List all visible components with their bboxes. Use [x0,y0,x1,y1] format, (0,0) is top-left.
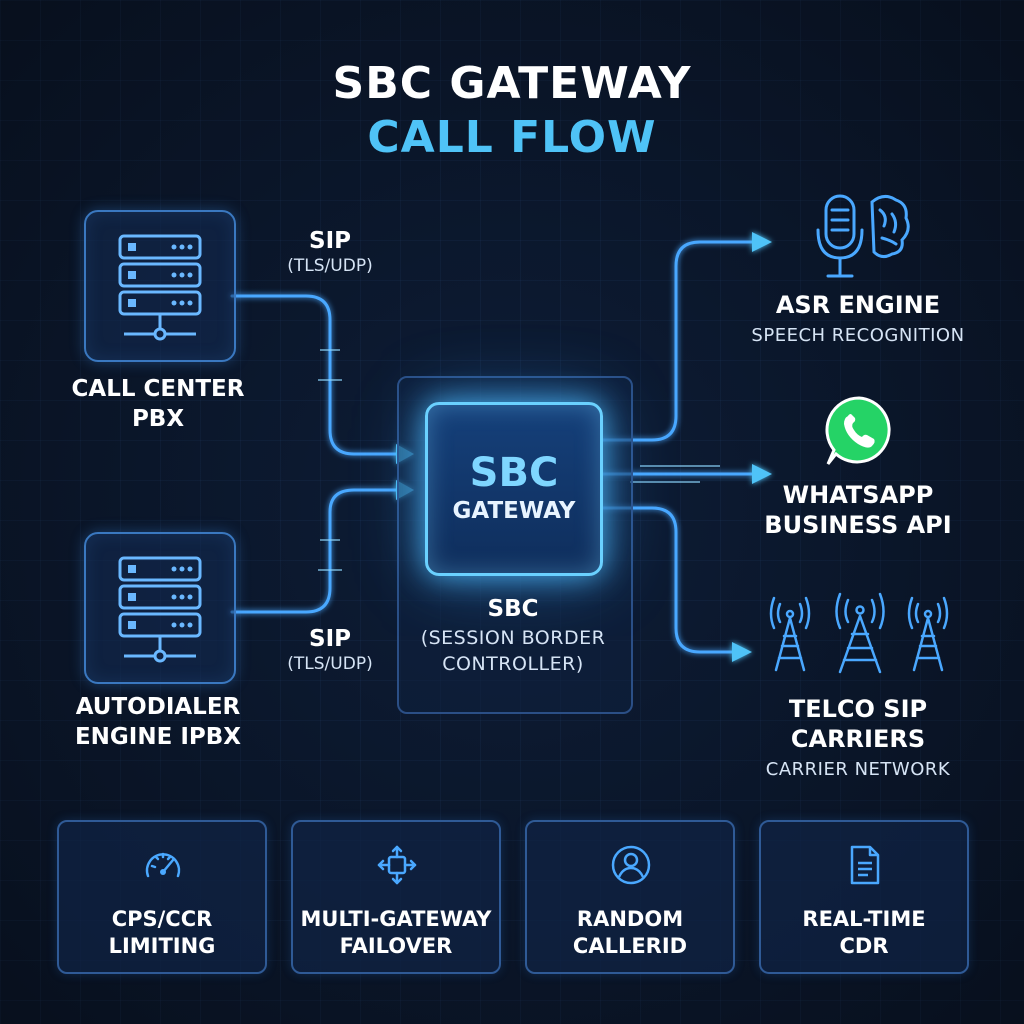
telco-title-line: CARRIERS [790,725,926,753]
sbc-gateway-core [425,402,603,576]
feature-label-line: CDR [839,934,889,958]
arrowhead-to-carriers [732,642,752,662]
autodialer-ipbx-box [84,532,236,684]
wire-pbx-to-sbc [230,294,400,456]
feature-label-line: MULTI-GATEWAY [300,907,492,931]
telco-carriers-subtitle: CARRIER NETWORK [765,759,951,780]
wire-sbc-to-asr [596,240,754,442]
wire-sbc-to-carriers [596,506,734,654]
feature-label-line: FAILOVER [339,934,453,958]
arrowhead-to-asr [752,232,772,252]
source-label-line: CALL CENTER [71,376,245,402]
feature-card-random-callerid: RANDOM CALLERID [525,820,735,974]
whatsapp-title-line: WHATSAPP [782,481,934,509]
feature-label-line: RANDOM [576,907,684,931]
user-circle-icon [611,845,651,885]
protocol-transport: (TLS/UDP) [287,256,373,276]
sbc-caption-line1: (SESSION BORDER [420,627,606,649]
speedometer-icon [145,852,181,878]
feature-label-line: REAL-TIME [802,907,926,931]
server-rack-icon [118,556,202,663]
feature-label: RANDOM CALLERID [527,906,733,960]
diagram-subtitle: CALL FLOW [367,112,657,163]
telco-title-line: TELCO SIP [788,695,928,723]
whatsapp-title: WHATSAPP BUSINESS API [748,480,968,540]
feature-label: CPS/CCR LIMITING [59,906,265,960]
feature-card-real-time-cdr: REAL-TIME CDR [759,820,969,974]
call-center-pbx-box [84,210,236,362]
failover-arrows-icon [377,845,417,885]
protocol-name: SIP [309,626,351,652]
sbc-caption-title: SBC [487,596,539,622]
sbc-core-subtitle: GATEWAY [452,498,576,524]
server-rack-icon [118,234,202,341]
diagram-title: SBC GATEWAY [332,58,692,109]
feature-card-cps-limiting: CPS/CCR LIMITING [57,820,267,974]
feature-label: MULTI-GATEWAY FAILOVER [293,906,499,960]
sbc-core-title: SBC [469,450,559,496]
document-icon [850,845,880,885]
autodialer-ipbx-label: AUTODIALER ENGINE IPBX [30,692,286,752]
protocol-name: SIP [309,228,351,254]
sbc-caption-line2: CONTROLLER) [442,653,584,675]
microphone-brain-icon [816,194,910,278]
source-label-line: AUTODIALER [75,694,241,720]
feature-label-line: LIMITING [108,934,216,958]
whatsapp-icon [825,396,891,465]
asr-engine-title: ASR ENGINE [775,291,941,319]
feature-label-line: CPS/CCR [111,907,213,931]
cell-tower-icon [769,592,949,674]
asr-engine-subtitle: SPEECH RECOGNITION [751,325,965,346]
protocol-transport: (TLS/UDP) [287,654,373,674]
source-label-line: ENGINE IPBX [74,724,242,750]
sip-link-label-bottom: SIP (TLS/UDP) [255,626,405,674]
whatsapp-title-line: BUSINESS API [764,511,952,539]
telco-carriers-title: TELCO SIP CARRIERS [748,694,968,754]
feature-card-multi-gateway-failover: MULTI-GATEWAY FAILOVER [291,820,501,974]
arrowhead-to-whatsapp [752,464,772,484]
source-label-line: PBX [131,406,185,432]
feature-label: REAL-TIME CDR [761,906,967,960]
call-center-pbx-label: CALL CENTER PBX [40,374,276,434]
sip-link-label-top: SIP (TLS/UDP) [255,228,405,276]
feature-label-line: CALLERID [572,934,688,958]
wire-ipbx-to-sbc [230,488,400,614]
